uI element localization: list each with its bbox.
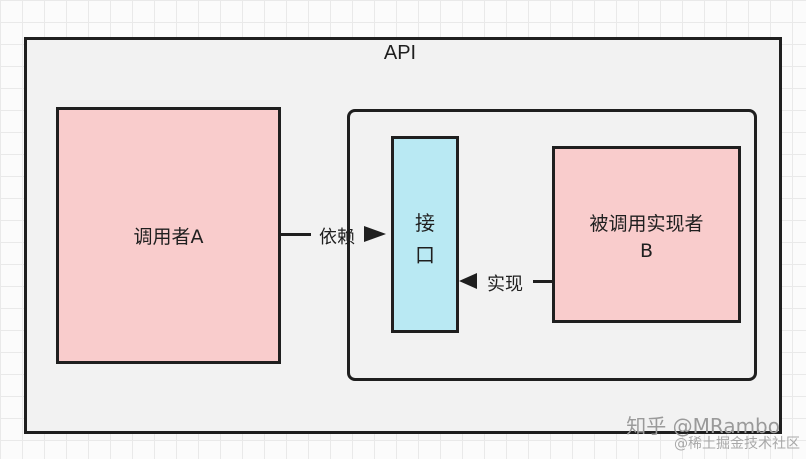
interface-node-label-line1: 接 bbox=[415, 211, 435, 235]
depends-arrowhead-icon bbox=[364, 226, 386, 242]
implements-edge-line bbox=[533, 280, 552, 283]
watermark-zhihu: 知乎 @MRambo bbox=[626, 414, 780, 438]
interface-node-label-line2: 口 bbox=[415, 243, 435, 267]
api-container-label: API bbox=[383, 42, 417, 64]
implementor-node-label-line1: 被调用实现者 bbox=[589, 213, 704, 235]
depends-edge-label: 依赖 bbox=[319, 227, 355, 248]
interface-node bbox=[391, 136, 459, 333]
depends-edge-line bbox=[281, 233, 311, 236]
watermark-juejin: @稀土掘金技术社区 bbox=[674, 436, 800, 452]
implementor-node-label-line2: B bbox=[639, 240, 654, 262]
caller-node-label: 调用者A bbox=[133, 226, 204, 248]
implementor-node bbox=[552, 146, 741, 323]
implements-arrowhead-icon bbox=[459, 273, 477, 289]
implements-edge-label: 实现 bbox=[487, 274, 523, 295]
caller-node: 调用者A bbox=[56, 107, 281, 364]
